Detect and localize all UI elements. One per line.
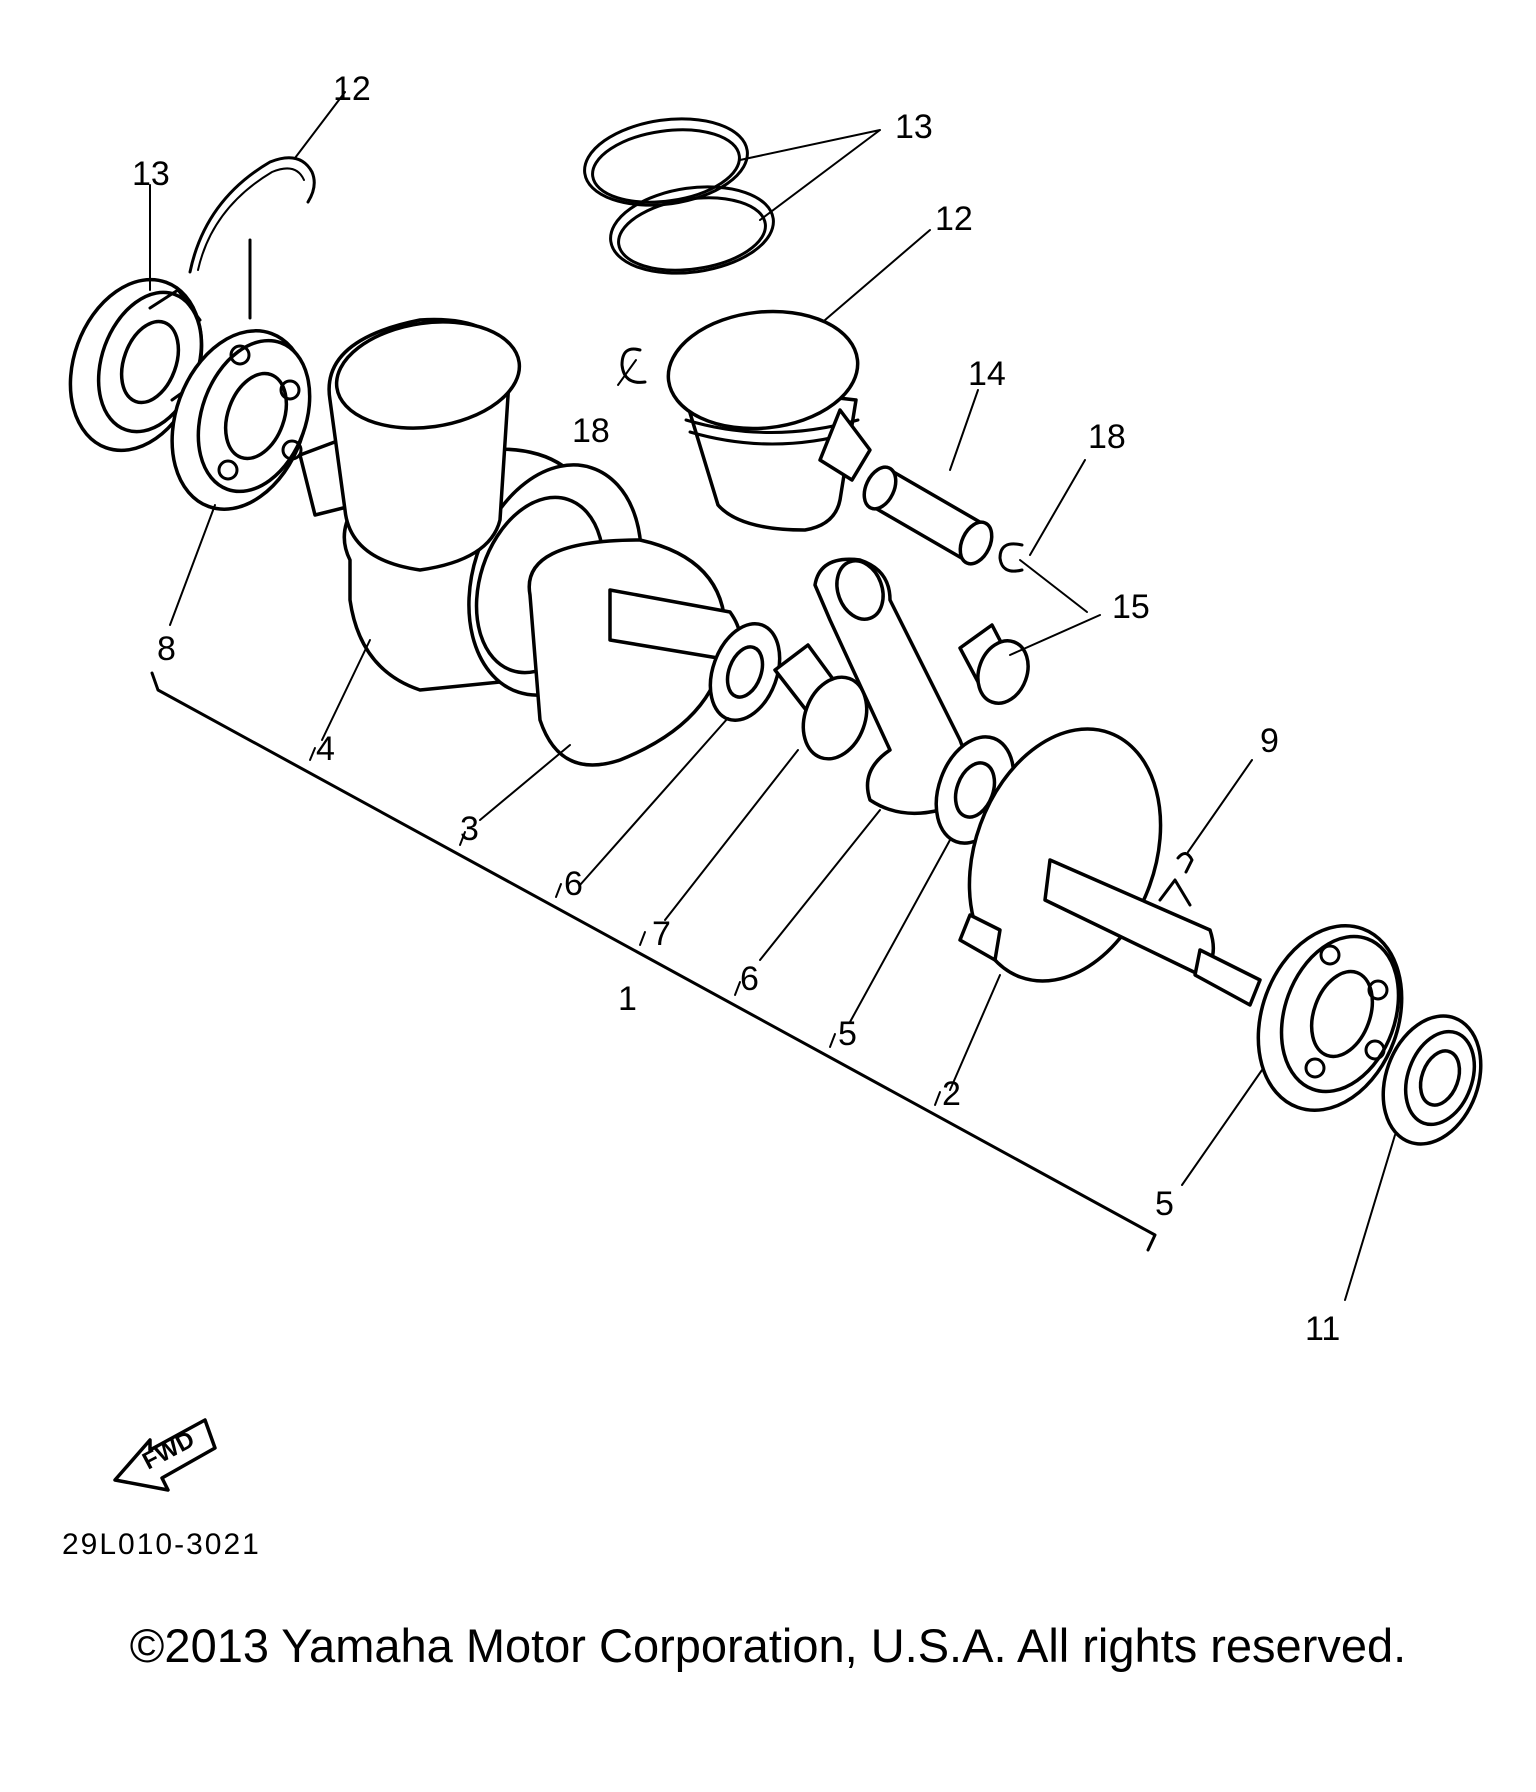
drawing-code: 29L010-3021 [62,1528,261,1561]
copyright-notice: ©2013 Yamaha Motor Corporation, U.S.A. A… [129,1619,1407,1672]
label-18-left: 18 [572,412,610,450]
callout-labels: 12 13 13 12 14 18 18 15 9 8 4 3 6 7 1 6 … [132,70,1340,1348]
label-1: 1 [618,980,637,1018]
label-17: 15 [1112,588,1150,626]
bearing-5 [1256,923,1404,1113]
piston-14 [666,309,872,532]
label-4: 4 [316,730,335,768]
label-13: 13 [132,155,170,193]
crankshaft-right-half [958,727,1262,1007]
label-6-right: 5 [838,1015,857,1053]
washer-6-left [708,622,782,722]
connecting-rod-8 [813,557,969,816]
leader-lines [149,91,1396,1301]
piston-rings [583,117,775,275]
bearing-9 [170,329,312,511]
fwd-arrow-icon: FWD [113,1418,217,1492]
piston-pin-16 [862,465,994,566]
oil-seal-11 [1381,1014,1483,1146]
oil-seal-13 [68,277,204,453]
label-3: 3 [460,810,479,848]
small-end-bearing-17 [958,623,1030,705]
label-2: 2 [942,1075,961,1113]
crankshaft-left-half [298,317,742,767]
label-12: 12 [333,70,371,108]
label-16: 14 [968,355,1006,393]
clip-18-left [620,347,647,384]
circlip-12 [188,156,316,274]
needle-bearing-7 [773,643,869,761]
label-9: 8 [157,630,176,668]
label-7: 7 [652,915,671,953]
label-11: 11 [1305,1310,1340,1348]
assembly-bracket [150,671,1157,1252]
label-5: 5 [1155,1185,1174,1223]
label-18-right: 18 [1088,418,1126,456]
crankshaft-piston-exploded-diagram: 12 13 13 12 14 18 18 15 9 8 4 3 6 7 1 6 … [68,70,1483,1492]
label-10: 9 [1260,722,1279,760]
label-14: 12 [935,200,973,238]
label-8: 6 [740,960,759,998]
label-6-left: 6 [564,865,583,903]
clip-18-right [998,542,1024,573]
label-15: 13 [895,108,933,146]
